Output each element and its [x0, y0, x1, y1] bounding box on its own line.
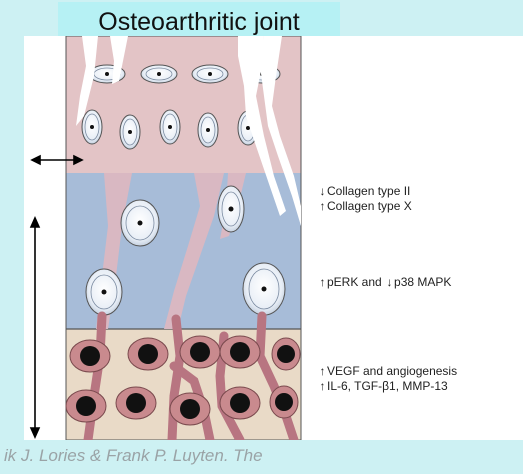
up-arrow-icon: ↑ [318, 199, 327, 214]
up-arrow-icon: ↑ [318, 379, 327, 394]
perk-annotation: ↑pERK and ↓p38 MAPK [318, 275, 451, 290]
il6-annotation: ↑IL-6, TGF-β1, MMP-13 [318, 379, 448, 394]
joint-diagram [24, 36, 523, 440]
horizontal-double-arrow [32, 156, 82, 164]
collagen-x-annotation: ↑Collagen type X [318, 199, 412, 214]
diagram-panel: ↓Collagen type II ↑Collagen type X ↑pERK… [24, 36, 523, 440]
up-arrow-icon: ↑ [318, 364, 327, 379]
down-arrow-icon: ↓ [318, 184, 327, 199]
citation-text: ik J. Lories & Frank P. Luyten. The [4, 446, 263, 466]
down-arrow-icon: ↓ [385, 275, 394, 290]
vertical-double-arrow [31, 218, 39, 437]
collagen-ii-annotation: ↓Collagen type II [318, 184, 410, 199]
up-arrow-icon: ↑ [318, 275, 327, 290]
vegf-annotation: ↑VEGF and angiogenesis [318, 364, 457, 379]
